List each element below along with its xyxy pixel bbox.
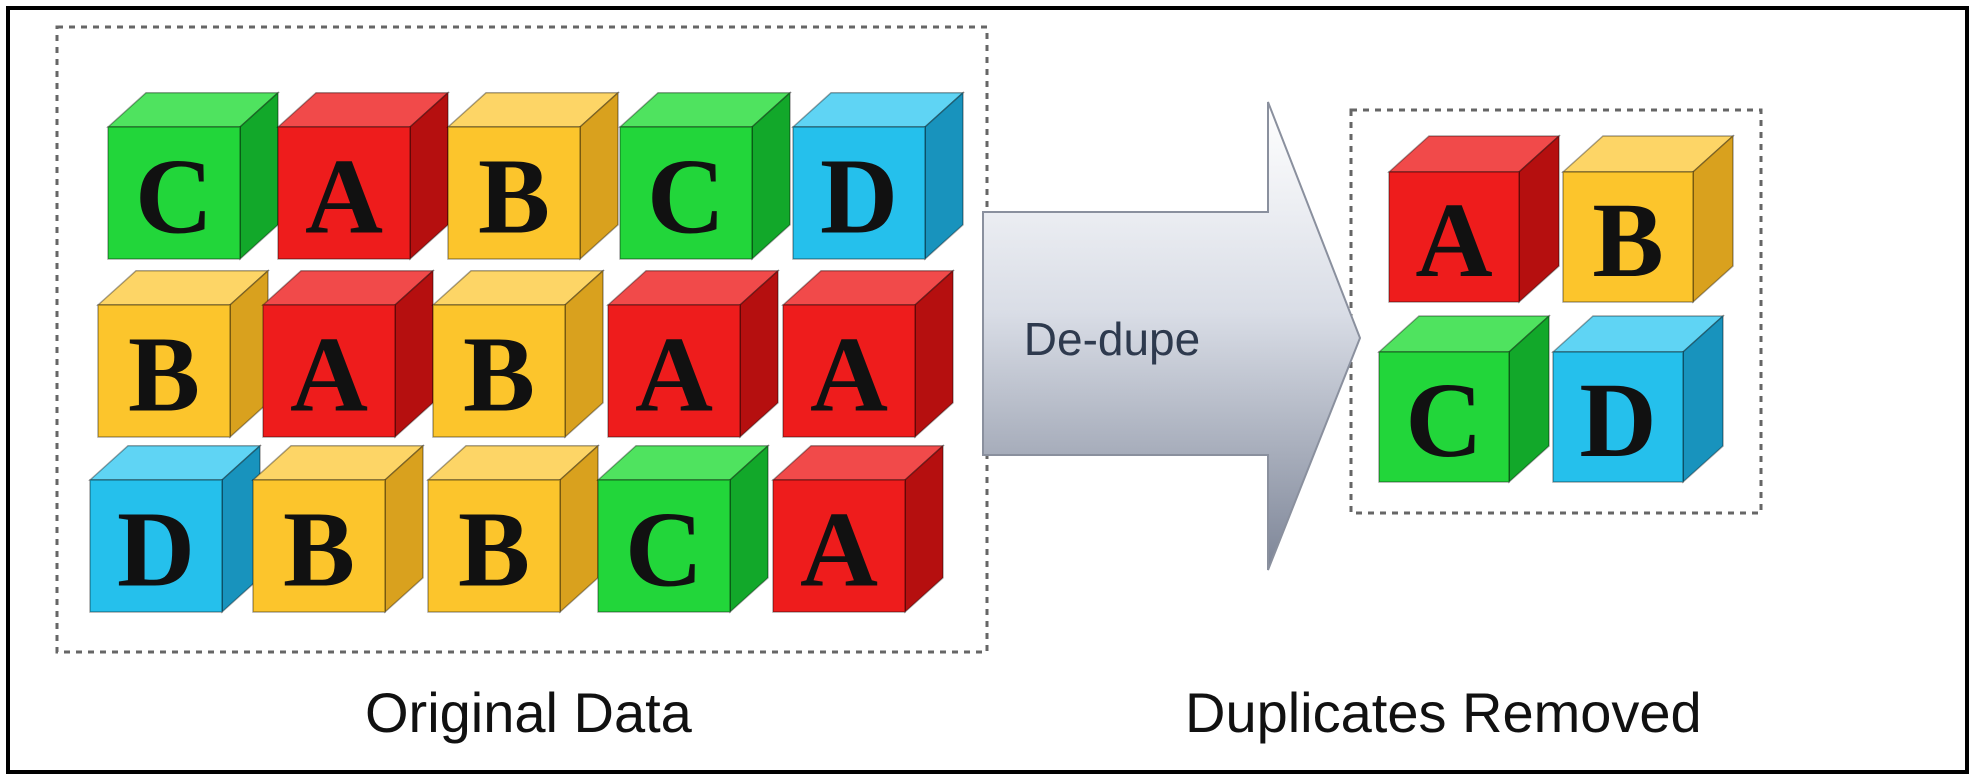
cube-d: D — [88, 444, 262, 614]
original-data-border — [55, 25, 989, 654]
cube-front — [447, 126, 581, 260]
cube-front — [772, 479, 906, 613]
cube-front — [619, 126, 753, 260]
cube-front — [1562, 171, 1694, 303]
cube-b: B — [446, 91, 620, 261]
cube-letter: B — [1592, 182, 1663, 300]
cube-a: A — [606, 269, 780, 439]
cube-letter: C — [647, 138, 725, 257]
cube-front — [252, 479, 386, 613]
cube-front — [107, 126, 241, 260]
cube-a: A — [771, 444, 945, 614]
duplicates-removed-caption: Duplicates Removed — [1185, 681, 1702, 744]
cube-front — [792, 126, 926, 260]
cube-front — [607, 304, 741, 438]
cube-front — [597, 479, 731, 613]
cube-letter: B — [458, 491, 530, 610]
cube-c: C — [596, 444, 770, 614]
cube-front — [432, 304, 566, 438]
cube-front — [1552, 351, 1684, 483]
cube-letter: D — [820, 138, 898, 257]
cube-b: B — [431, 269, 605, 439]
cube-letter: A — [290, 316, 368, 435]
cube-front — [97, 304, 231, 438]
cube-letter: A — [1415, 182, 1492, 300]
cube-a: A — [1387, 134, 1561, 304]
cube-letter: D — [117, 491, 195, 610]
duplicates-removed-border — [1349, 108, 1763, 515]
dedupe-arrow: De-dupe — [982, 101, 1362, 571]
cube-letter: B — [128, 316, 200, 435]
cube-a: A — [261, 269, 435, 439]
cube-c: C — [106, 91, 280, 261]
cube-front — [1378, 351, 1510, 483]
cube-letter: D — [1579, 362, 1656, 480]
cube-front — [277, 126, 411, 260]
cube-front — [89, 479, 223, 613]
cube-letter: A — [810, 316, 888, 435]
cube-letter: A — [305, 138, 383, 257]
cube-letter: B — [478, 138, 550, 257]
cube-c: C — [1377, 314, 1551, 484]
cube-front — [262, 304, 396, 438]
arrow-label: De-dupe — [1024, 313, 1200, 365]
cube-front — [1388, 171, 1520, 303]
cube-c: C — [618, 91, 792, 261]
cube-letter: A — [635, 316, 713, 435]
cube-b: B — [96, 269, 270, 439]
cube-a: A — [781, 269, 955, 439]
cube-letter: C — [1405, 362, 1482, 480]
cube-letter: A — [800, 491, 878, 610]
cube-letter: B — [463, 316, 535, 435]
cube-a: A — [276, 91, 450, 261]
cube-b: B — [1561, 134, 1735, 304]
cube-letter: B — [283, 491, 355, 610]
cube-front — [782, 304, 916, 438]
cube-d: D — [791, 91, 965, 261]
arrow-shape — [982, 101, 1362, 571]
cube-letter: C — [135, 138, 213, 257]
cube-letter: C — [625, 491, 703, 610]
original-data-caption: Original Data — [365, 681, 692, 744]
cube-b: B — [251, 444, 425, 614]
cube-front — [427, 479, 561, 613]
cube-b: B — [426, 444, 600, 614]
cube-d: D — [1551, 314, 1725, 484]
